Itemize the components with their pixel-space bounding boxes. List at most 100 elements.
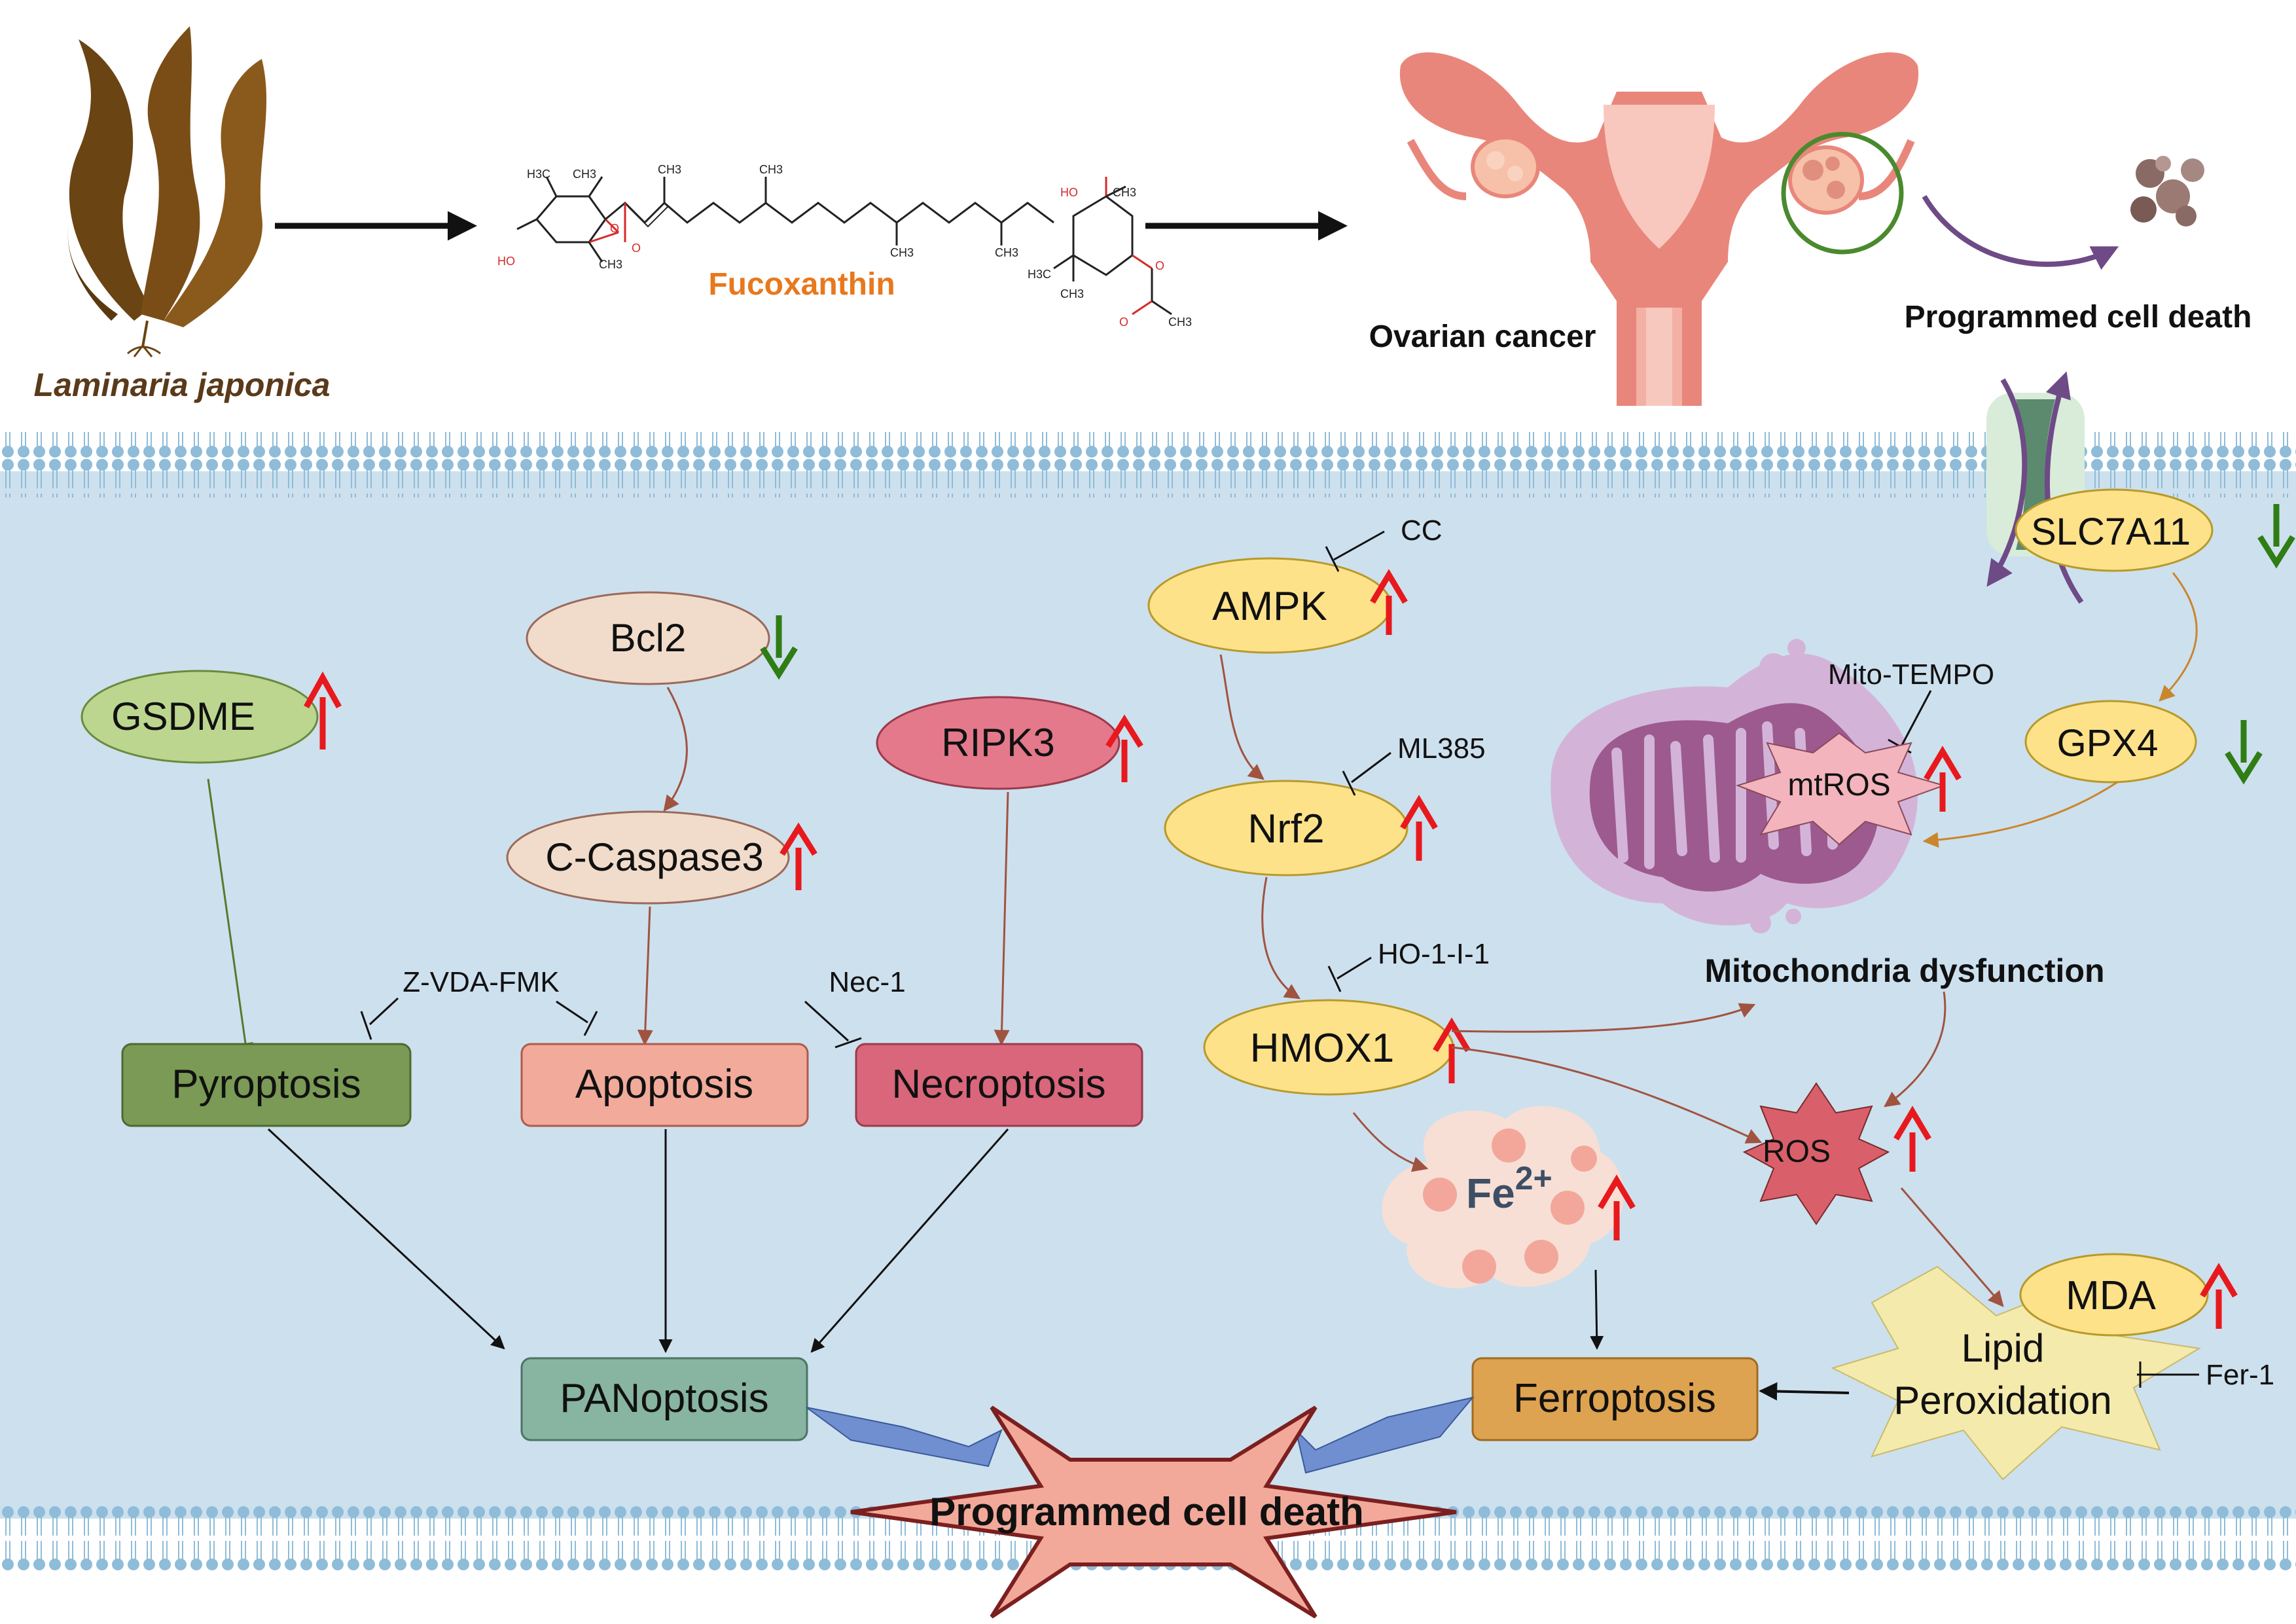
up-arrow-icon — [1370, 569, 1408, 635]
gpx4-node[interactable] — [2024, 700, 2197, 784]
arrow-gsdme-to-pyroptosis — [207, 778, 253, 1059]
arrow-transport-in — [1986, 378, 2028, 587]
apoptosis-label: Apoptosis — [575, 1062, 753, 1107]
iron-cluster-icon[interactable] — [1382, 1106, 1624, 1289]
dead-cells-icon — [2130, 156, 2204, 226]
necroptosis-box[interactable] — [855, 1043, 1143, 1127]
cancer-label: Ovarian cancer — [1369, 319, 1596, 354]
arrow-lipid-to-ferroptosis — [1759, 1382, 1850, 1401]
inhibitor-line — [1333, 530, 1385, 561]
atom-label: CH3 — [1113, 186, 1136, 199]
arrow-caspase3-to-apoptosis — [637, 906, 653, 1046]
arrow-ampk-to-nrf2 — [1219, 654, 1265, 780]
ferroptosis-box[interactable] — [1471, 1357, 1759, 1441]
ripk3-node[interactable] — [876, 696, 1121, 790]
mda-label: MDA — [2066, 1273, 2156, 1318]
lipid-line2-label: Peroxidation — [1893, 1379, 2112, 1422]
arrow-pyroptosis-to-panoptosis — [267, 1128, 505, 1350]
ros-star[interactable] — [1742, 1082, 1890, 1225]
panoptosis-label: PANoptosis — [560, 1376, 768, 1421]
atom-label: O — [632, 242, 641, 255]
atom-label: H3C — [527, 168, 550, 181]
up-arrow-icon — [1433, 1017, 1471, 1083]
atom-label: CH3 — [1168, 316, 1192, 329]
arrow-ros-to-lipid — [1900, 1187, 2004, 1307]
fe-label: Fe2+ — [1466, 1160, 1552, 1217]
bcl2-node[interactable] — [526, 591, 770, 685]
nrf2-label: Nrf2 — [1247, 806, 1324, 852]
gsdme-node[interactable] — [81, 670, 319, 764]
slc7a11-node[interactable] — [2015, 488, 2214, 572]
up-arrow-icon — [1105, 714, 1143, 782]
arrow-mitochondria-to-ros — [1884, 991, 1946, 1108]
up-arrow-icon — [2200, 1263, 2238, 1329]
arrow-bcl2-to-caspase3 — [663, 687, 688, 812]
fer1-inhibitor-label: Fer-1 — [2206, 1359, 2274, 1391]
atom-label: CH3 — [658, 163, 681, 176]
atom-label: CH3 — [1060, 287, 1084, 300]
tumor-highlight-circle — [1781, 132, 1904, 255]
inhibitor-line — [804, 1000, 850, 1042]
nrf2-node[interactable] — [1164, 780, 1408, 876]
bcl2-label: Bcl2 — [610, 616, 687, 660]
ripk3-label: RIPK3 — [941, 721, 1054, 765]
mito-tempo-label: Mito-TEMPO — [1828, 659, 1994, 691]
up-arrow-icon — [1598, 1174, 1636, 1240]
down-arrow-icon — [2257, 504, 2295, 569]
atom-label: CH3 — [759, 163, 783, 176]
programmed-cell-death-star[interactable] — [850, 1405, 1457, 1619]
arrow-panoptosis-to-pcd — [806, 1407, 1003, 1468]
atom-label: HO — [497, 255, 515, 268]
fucoxanthin-structure — [516, 176, 1172, 316]
arrow-necroptosis-to-panoptosis — [810, 1128, 1009, 1353]
down-arrow-icon — [760, 615, 798, 680]
atom-label: CH3 — [995, 246, 1018, 259]
source-organism-label: Laminaria japonica — [34, 367, 331, 403]
arrow-ripk3-to-necroptosis — [994, 791, 1010, 1046]
up-arrow-icon — [1924, 746, 1962, 812]
arrow-fe-to-ferroptosis — [1590, 1269, 1604, 1350]
inhibitor-bar — [1327, 965, 1342, 992]
inhibitor-bar — [1325, 546, 1340, 572]
inhibitor-bar — [1342, 770, 1356, 796]
arrow-nrf2-to-hmox1 — [1261, 876, 1301, 1000]
compound-label: Fucoxanthin — [708, 267, 895, 302]
mitochondria-dysfunction-label: Mitochondria dysfunction — [1704, 952, 2104, 989]
hmox1-label: HMOX1 — [1250, 1026, 1394, 1071]
mda-node[interactable] — [2019, 1253, 2209, 1337]
down-arrow-icon — [2225, 720, 2263, 785]
gpx4-label: GPX4 — [2057, 722, 2159, 765]
arrow-hmox1-to-ros — [1451, 1046, 1763, 1144]
fe-superscript: 2+ — [1515, 1160, 1552, 1197]
atom-label: CH3 — [890, 246, 914, 259]
pyroptosis-box[interactable] — [121, 1043, 412, 1127]
up-arrow-icon — [780, 822, 817, 890]
inhibitor-line — [368, 997, 399, 1026]
pyroptosis-label: Pyroptosis — [171, 1062, 361, 1107]
atom-label: HO — [1060, 186, 1078, 199]
nec1-inhibitor-label: Nec-1 — [829, 966, 905, 998]
slc7a11-label: SLC7A11 — [2031, 511, 2191, 553]
inhibitor-bar — [834, 1037, 862, 1049]
ampk-label: AMPK — [1212, 584, 1327, 629]
arrow-slc7a11-to-gpx4 — [2159, 572, 2198, 702]
inhibitor-line — [556, 1000, 588, 1024]
inhibitor-bar — [360, 1011, 372, 1040]
arrow-transport-out — [2044, 371, 2084, 604]
inhibitor-line — [1900, 690, 1932, 747]
c-caspase3-node[interactable] — [506, 810, 790, 905]
inhibitor-line — [1351, 751, 1391, 784]
inhibitor-bar — [583, 1011, 598, 1036]
mtros-star[interactable] — [1735, 732, 1946, 846]
arrow-gpx4-to-mitochondria — [1922, 781, 2118, 848]
zvad-inhibitor-label: Z-VDA-FMK — [403, 966, 560, 998]
mtros-label: mtROS — [1787, 768, 1890, 803]
ho1-inhibitor-label: HO-1-I-1 — [1378, 938, 1490, 970]
fe-base: Fe — [1466, 1170, 1515, 1217]
apoptosis-box[interactable] — [520, 1043, 809, 1127]
panoptosis-box[interactable] — [520, 1357, 808, 1441]
mitochondria-icon[interactable] — [1551, 639, 1918, 933]
atom-label: CH3 — [599, 258, 622, 271]
atom-label: CH3 — [573, 168, 596, 181]
uterus-illustration — [1399, 52, 1919, 406]
